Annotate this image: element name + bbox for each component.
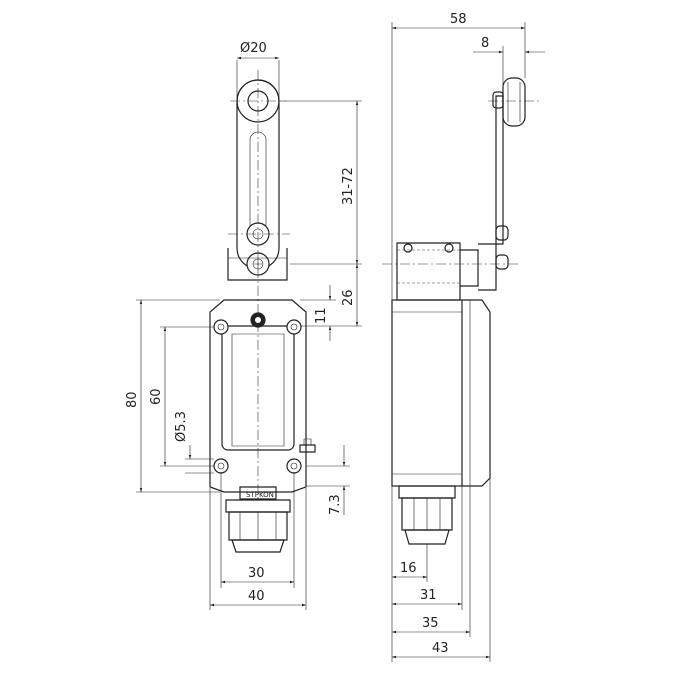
lever-arm [227, 79, 288, 281]
dim-body-31-text: 31 [420, 588, 437, 603]
brand-label: STPKON [246, 491, 274, 499]
dim-body-35-text: 35 [422, 616, 439, 631]
dim-gland-width-text: 16 [400, 561, 417, 576]
dim-width-total-text: 40 [248, 589, 265, 604]
dim-bottom-offset-text: 7.3 [328, 494, 343, 515]
dim-hole-spacing: 60 [149, 326, 214, 467]
dim-overall-width: 58 [391, 12, 526, 300]
dim-width-holes-text: 30 [248, 566, 265, 581]
dim-roller-diameter: Ø20 [236, 41, 280, 100]
side-gland [398, 485, 456, 545]
dim-roller-dia-text: Ø20 [240, 41, 267, 56]
dim-arm-length: 31-72 [280, 100, 362, 265]
dim-pivot-height: 26 [300, 264, 362, 327]
dim-body-43-text: 43 [432, 641, 449, 656]
dim-total-height-text: 80 [125, 391, 140, 408]
dim-roller-width-text: 8 [481, 36, 489, 51]
side-view: 58 8 16 31 35 [382, 12, 545, 662]
dim-width-holes: 30 [220, 472, 295, 588]
dim-arm-length-text: 31-72 [341, 167, 356, 205]
dim-hole-dia-text: Ø5.3 [174, 411, 189, 442]
side-body [391, 299, 491, 487]
dim-pivot-height-text: 26 [341, 289, 356, 306]
dim-width-total: 40 [209, 488, 307, 610]
dim-body-35: 35 [392, 486, 471, 637]
dim-mount-offset-text: 11 [314, 307, 329, 324]
dim-hole-diameter: Ø5.3 [174, 411, 214, 474]
dim-body-31: 31 [392, 486, 463, 610]
dim-total-height: 80 [125, 299, 220, 493]
switch-housing: STPKON [209, 299, 316, 500]
dim-bottom-offset: 7.3 [306, 445, 350, 515]
side-head [382, 225, 520, 301]
dim-body-43: 43 [392, 478, 491, 662]
cable-gland [225, 499, 291, 553]
dim-gland-width: 16 [391, 486, 428, 662]
dim-overall-width-text: 58 [450, 12, 467, 27]
dim-roller-width: 8 [473, 36, 545, 92]
dim-mount-offset: 11 [300, 285, 336, 341]
front-view: STPKON Ø20 31-72 [125, 41, 362, 610]
dim-hole-spacing-text: 60 [149, 388, 164, 405]
side-lever [488, 77, 540, 245]
